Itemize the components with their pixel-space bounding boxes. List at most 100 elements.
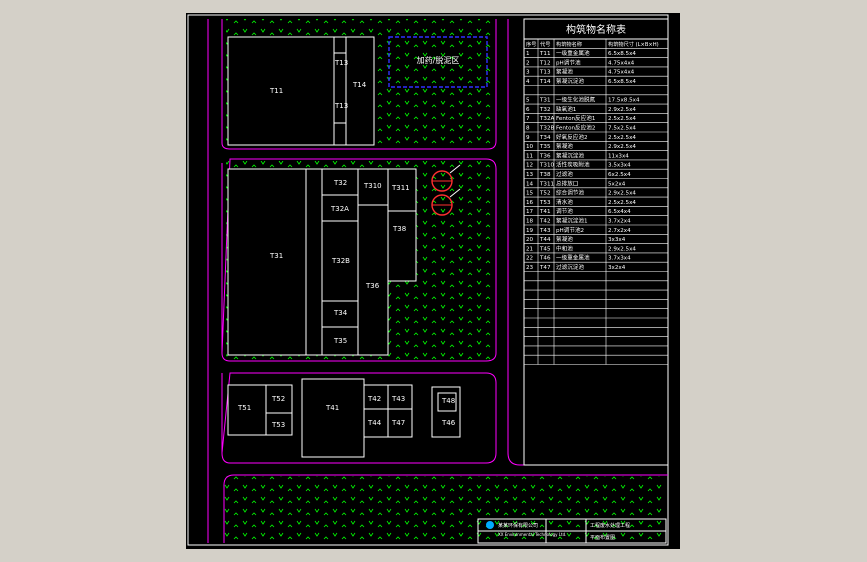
svg-text:T44: T44 (367, 419, 382, 427)
table-cell: 7 (526, 116, 530, 122)
structures-upper-labels: T11 T13 T13 T14 (269, 59, 367, 110)
table-cell: T53 (539, 200, 551, 206)
table-cell: 一级生化池脱氮 (556, 96, 596, 104)
svg-text:T13: T13 (334, 102, 348, 110)
table-cell: 2.5x2.5x4 (608, 116, 636, 122)
cad-viewport[interactable]: 加药/脱泥区 T11 T13 T13 T14 T31 T32 T32A T32B… (186, 13, 680, 549)
table-cell: 13 (526, 172, 534, 178)
table-cell: 18 (526, 219, 534, 225)
table-cell: pH调节池 (556, 58, 581, 66)
table-title: 构筑物名称表 (566, 23, 626, 36)
planned-area[interactable]: 加药/脱泥区 (388, 36, 488, 88)
svg-text:T14: T14 (352, 81, 367, 89)
table-cell: T14 (539, 79, 551, 85)
block-T47 (387, 408, 413, 438)
svg-text:平面布置图: 平面布置图 (590, 534, 615, 541)
table-cell: T36 (539, 153, 551, 159)
table-cell: 14 (526, 181, 534, 187)
svg-text:T11: T11 (269, 87, 283, 95)
table-cell: T32 (539, 107, 551, 113)
table-cell: 17 (526, 209, 534, 215)
table-cell: 2.5x2.5x4 (608, 200, 636, 206)
table-cell: T35 (539, 144, 551, 150)
table-cell: 4 (526, 79, 530, 85)
block-T14 (345, 36, 375, 146)
table-header-cell: 代号 (540, 40, 550, 48)
structures-lower[interactable] (227, 378, 461, 458)
grass-south (224, 476, 664, 540)
table-cell: T38 (539, 172, 551, 178)
table-cell: T13 (539, 70, 551, 76)
table-cell: 一级重金属池 (556, 49, 590, 57)
structures-lower-labels: T51 T52 T53 T41 T42 T43 T44 T47 T48 T46 (237, 395, 456, 429)
table-cell: T34 (539, 135, 551, 141)
block-T44 (363, 408, 389, 438)
table-cell: 3 (526, 70, 530, 76)
table-cell: T46 (539, 256, 551, 262)
table-header-cell: 构筑物尺寸 (L×B×H) (608, 40, 659, 48)
block-T42 (363, 384, 389, 410)
table-cell: 絮凝池 (556, 235, 573, 243)
table-cell: T43 (539, 228, 551, 234)
table-cell: 絮凝沉淀池1 (556, 217, 588, 225)
table-cell: T32B (539, 126, 555, 132)
table-cell: 过滤沉淀池 (556, 263, 584, 271)
svg-text:T47: T47 (391, 419, 405, 427)
table-cell: 5x2x4 (608, 181, 626, 187)
table-cell: 缺氧池1 (556, 105, 577, 113)
table-cell: Fenton反应池1 (556, 114, 596, 122)
table-cell: 7.5x2.5x4 (608, 126, 636, 132)
table-cell: 3x2x4 (608, 265, 626, 271)
block-T48b (437, 392, 457, 412)
title-block: 某某环保有限公司 XX Environmental Technology Ltd… (477, 518, 667, 544)
table-cell: 2.9x2.5x4 (608, 144, 636, 150)
table-cell: T311 (539, 181, 555, 187)
table-cell: 1 (526, 51, 530, 57)
table-cell: 总排放口 (556, 179, 578, 187)
block-T34 (321, 300, 359, 328)
block-T52 (265, 384, 293, 414)
table-cell: 23 (526, 265, 534, 271)
table-cell: 9 (526, 135, 530, 141)
block-T53 (265, 412, 293, 436)
table-header-cell: 构筑物名称 (556, 40, 582, 48)
table-cell: 10 (526, 144, 534, 150)
table-cell: 21 (526, 246, 534, 252)
table-cell: 絮凝沉淀池 (556, 151, 584, 159)
block-T310 (357, 168, 389, 206)
table-cell: 6 (526, 107, 530, 113)
table-cell: 17.5x8.5x4 (608, 98, 640, 104)
table-cell: 中和池 (556, 244, 573, 252)
svg-text:T32B: T32B (331, 257, 350, 265)
round-tanks[interactable] (431, 164, 461, 216)
block-T41 (301, 378, 365, 458)
table-cell: 调节池 (556, 207, 573, 215)
svg-text:XX Environmental Technology Lt: XX Environmental Technology Ltd. (498, 532, 566, 537)
block-T51 (227, 384, 267, 436)
svg-text:T311: T311 (391, 184, 410, 192)
table-cell: 6.5x8.5x4 (608, 51, 636, 57)
table-cell: 20 (526, 237, 534, 243)
table-cell: 过滤池 (556, 170, 573, 178)
table-cell: 22 (526, 256, 533, 262)
table-cell: T11 (539, 51, 551, 57)
block-T38 (387, 210, 417, 282)
table-cell: T310 (539, 163, 555, 169)
table-cell: pH调节池2 (556, 226, 584, 234)
table-cell: T47 (539, 265, 551, 271)
structures-middle[interactable] (227, 168, 417, 356)
road-lines (207, 19, 668, 543)
table-cell: 2.9x2.5x4 (608, 191, 636, 197)
svg-text:T34: T34 (333, 309, 348, 317)
svg-text:T48: T48 (441, 397, 455, 405)
svg-text:工程废水处理工程: 工程废水处理工程 (590, 522, 630, 529)
table-cell: 3.7x3x4 (608, 256, 631, 262)
svg-text:T51: T51 (237, 404, 251, 412)
svg-text:T32: T32 (333, 179, 347, 187)
table-cell: 6x2.5x4 (608, 172, 631, 178)
structures-upper[interactable] (227, 36, 375, 146)
table-cell: Fenton反应池2 (556, 124, 595, 132)
table-cell: 19 (526, 228, 534, 234)
table-cell: 2.5x2.5x4 (608, 135, 636, 141)
table-cell: 16 (526, 200, 534, 206)
